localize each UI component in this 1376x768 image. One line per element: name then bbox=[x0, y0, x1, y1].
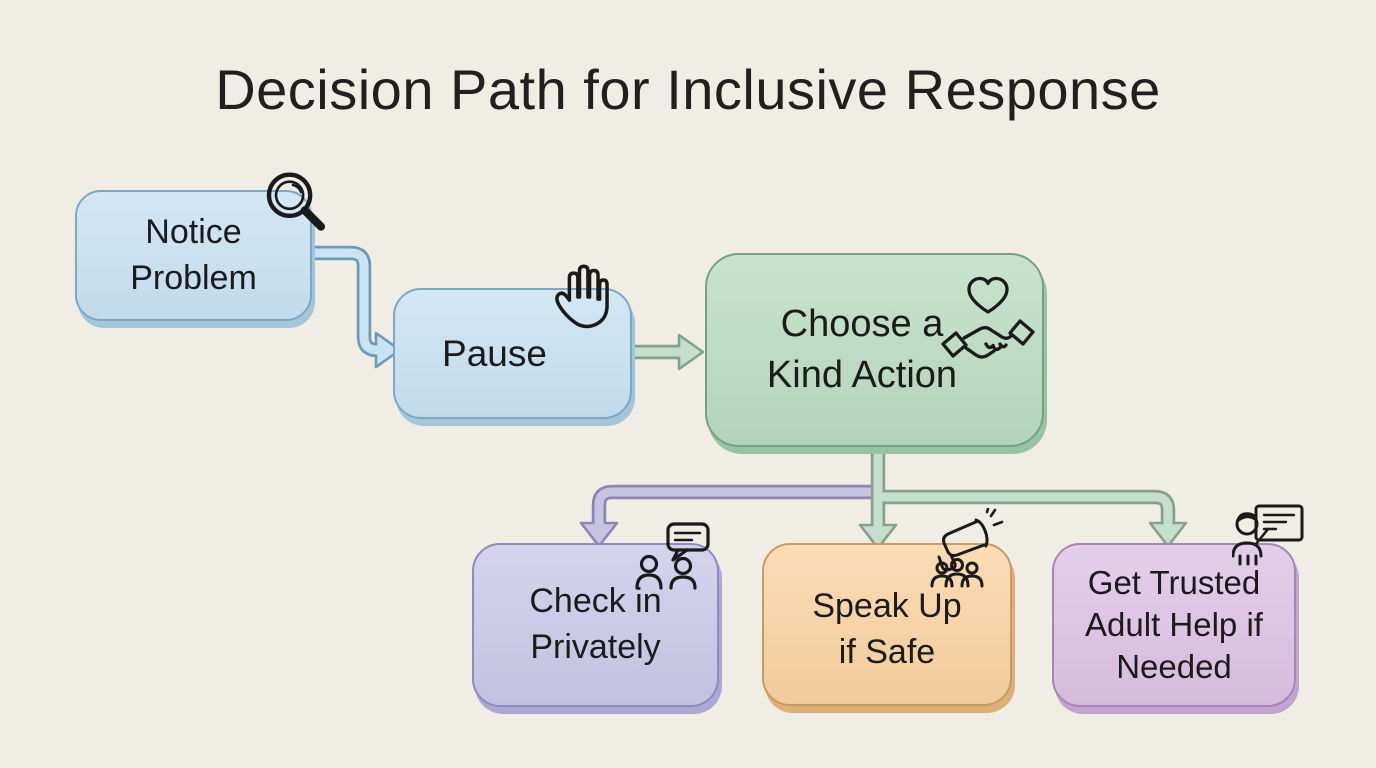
page-title: Decision Path for Inclusive Response bbox=[215, 58, 1161, 121]
heart-handshake-icon bbox=[941, 276, 1035, 359]
node-label: Speak Up if Safe bbox=[812, 586, 962, 671]
edge-choose-to-speak-up-and-get-help bbox=[858, 441, 1188, 550]
node-label: Pause bbox=[442, 332, 547, 374]
megaphone-people-icon bbox=[930, 508, 1004, 588]
magnifier-icon bbox=[266, 172, 326, 231]
edge-notice-to-pause bbox=[306, 245, 402, 369]
teacher-board-icon bbox=[1232, 504, 1304, 566]
node-label: Check in Privately bbox=[529, 582, 662, 666]
node-get-trusted-adult-help: Get Trusted Adult Help if Needed bbox=[1052, 543, 1296, 707]
edge-pause-to-choose bbox=[624, 333, 705, 371]
raised-hand-icon bbox=[555, 264, 609, 329]
edge-choose-to-check-in bbox=[579, 484, 880, 548]
node-label: Notice Problem bbox=[130, 212, 257, 297]
node-label: Get Trusted Adult Help if Needed bbox=[1085, 563, 1263, 686]
node-pause: Pause bbox=[393, 288, 632, 419]
chat-people-icon bbox=[635, 522, 710, 590]
node-notice-problem: Notice Problem bbox=[75, 190, 312, 321]
node-label: Choose a Kind Action bbox=[766, 303, 958, 396]
node-speak-up-if-safe: Speak Up if Safe bbox=[762, 543, 1012, 706]
node-choose-kind-action: Choose a Kind Action bbox=[705, 253, 1044, 447]
